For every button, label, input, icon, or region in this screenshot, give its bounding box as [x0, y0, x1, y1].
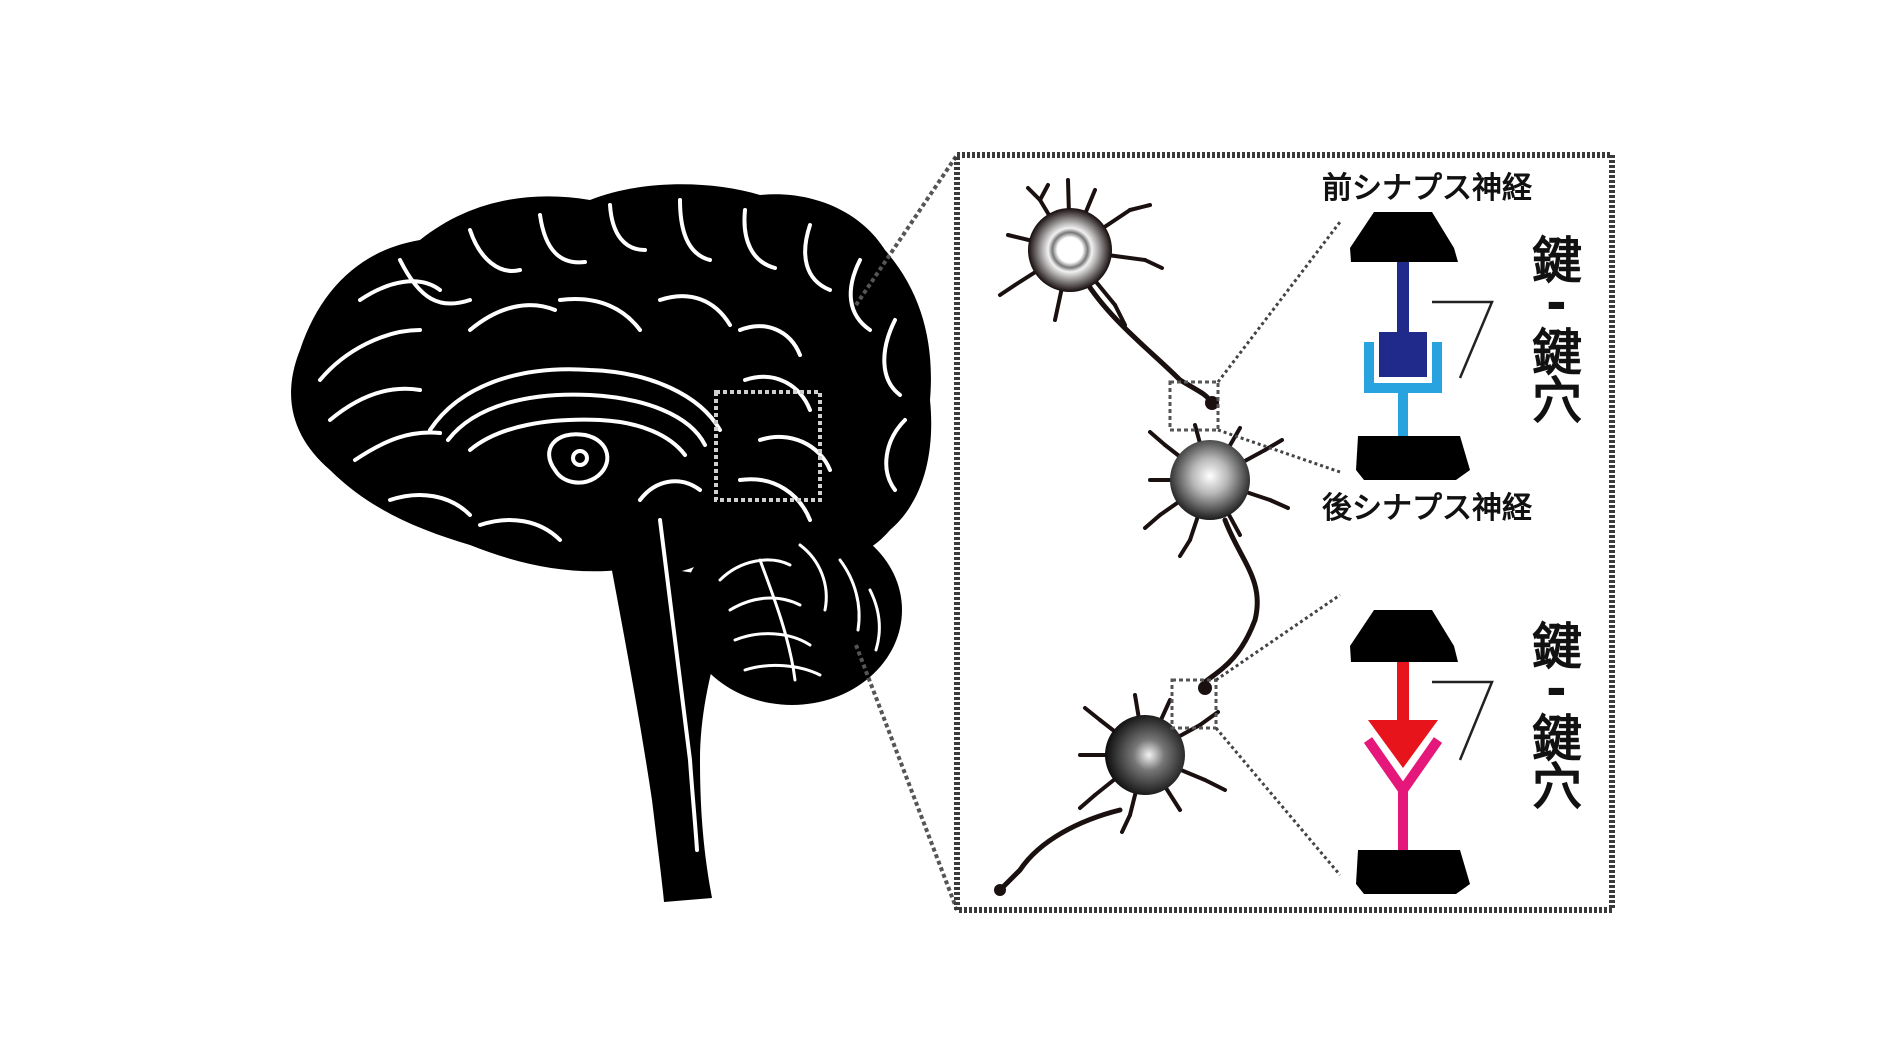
lock-label-top-1: 鍵 [1532, 324, 1582, 382]
key-arrowhead-bottom [1368, 720, 1438, 768]
axon-bottom [997, 807, 1123, 893]
key-label-top: 鍵 [1532, 232, 1582, 290]
neuron-body-top [1028, 208, 1112, 292]
lock-label-bottom-1: 鍵 [1532, 710, 1582, 768]
key-stem-bottom [1397, 662, 1409, 722]
cerebrum [291, 184, 932, 576]
brain-sulci [318, 198, 907, 852]
neuron-body-middle [1170, 440, 1250, 520]
lock-stem-top [1398, 388, 1408, 436]
postsynaptic-label: 後シナプス神経 [1322, 491, 1533, 526]
lock-label-top-2: 穴 [1532, 372, 1582, 430]
axon-top [1082, 277, 1213, 405]
postsynaptic-terminal-bottom [1356, 850, 1470, 894]
dash-label-top: - [1546, 274, 1567, 332]
axon-middle [1202, 517, 1260, 685]
synapse-box-bottom [1170, 678, 1218, 730]
synapse-box-top [1168, 380, 1220, 432]
dash-label-bottom: - [1546, 660, 1567, 718]
cerebellum [682, 515, 902, 705]
postsynaptic-neuron-middle [1143, 423, 1290, 558]
brain-zoom-region [714, 390, 822, 502]
presynaptic-neuron-top [998, 178, 1164, 327]
lock-label-bottom-2: 穴 [1532, 758, 1582, 816]
axons [997, 277, 1260, 893]
cerebellum-folia [718, 543, 881, 682]
key-lock-pointer-top [1432, 300, 1494, 379]
presynaptic-terminal-bottom [1350, 610, 1458, 662]
presynaptic-terminal-top [1350, 212, 1458, 262]
key-label-bottom: 鍵 [1532, 618, 1582, 676]
presynaptic-label: 前シナプス神経 [1322, 171, 1533, 206]
postsynaptic-terminal-top [1356, 436, 1470, 480]
neuron-body-bottom [1105, 715, 1185, 795]
brain-silhouette [291, 184, 932, 902]
zoom-connector-lines [854, 153, 959, 911]
postsynaptic-neuron-bottom [1078, 693, 1227, 834]
key-lock-pointer-bottom [1432, 680, 1494, 761]
key-head-top [1379, 332, 1427, 377]
synapse-detail-connectors [1214, 221, 1342, 876]
key-lock-bottom [1350, 610, 1494, 894]
key-lock-top [1350, 212, 1494, 480]
lock-stem-bottom [1398, 790, 1408, 850]
key-stem-top [1397, 262, 1409, 332]
